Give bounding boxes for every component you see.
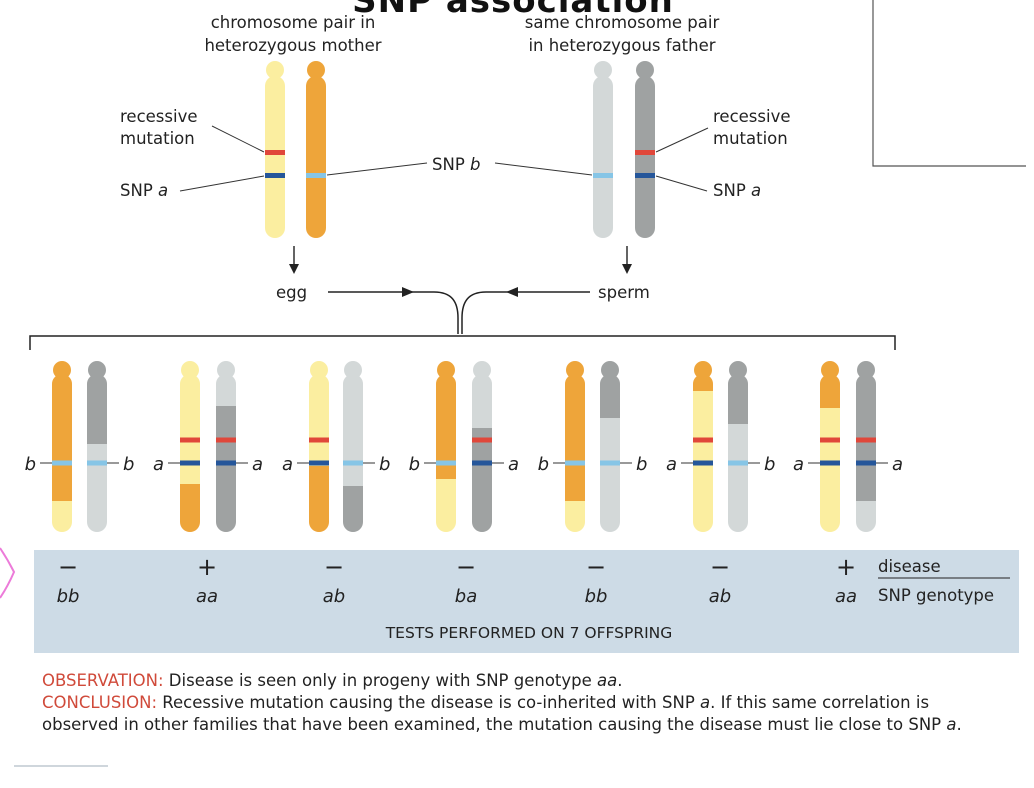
father-chromosome-lightgray bbox=[593, 61, 613, 238]
results-table-background bbox=[34, 550, 1019, 653]
father-caption-line-1: same chromosome pair bbox=[525, 13, 720, 32]
father-recessive-mutation-label-1: recessive bbox=[713, 107, 791, 126]
observation-key: OBSERVATION: bbox=[42, 671, 164, 690]
offspring-4-genotype: ba bbox=[455, 586, 477, 607]
offspring-4-chromosome-left bbox=[436, 361, 456, 532]
conclusion-text-1: Recessive mutation causing the disease i… bbox=[157, 693, 701, 712]
offspring-6-disease: − bbox=[710, 553, 730, 581]
offspring-6-chromosome-left bbox=[693, 361, 713, 532]
conclusion-text-2: . If this same correlation is observed i… bbox=[42, 693, 947, 734]
conclusion-var-2: a bbox=[946, 715, 957, 734]
offspring-2-chromosome-right bbox=[216, 361, 236, 532]
offspring-5-left-label: b bbox=[538, 454, 549, 475]
offspring-2-chromosome-left bbox=[180, 361, 200, 532]
mother-chromosome-yellow bbox=[265, 61, 285, 238]
pink-annotation-stroke bbox=[0, 547, 16, 599]
offspring-7-left-label: a bbox=[793, 454, 804, 475]
offspring-1-right-label: b bbox=[123, 454, 134, 475]
offspring-5-genotype: bb bbox=[585, 586, 608, 607]
observation-end: . bbox=[617, 671, 623, 690]
offspring-7-chromosome-left bbox=[820, 361, 840, 532]
mother-mutation-pointer bbox=[211, 125, 265, 153]
sperm-arrow-head bbox=[506, 287, 518, 297]
mother-chromosome-orange bbox=[306, 61, 326, 238]
conclusion-end: . bbox=[956, 715, 962, 734]
offspring-7-genotype: aa bbox=[835, 586, 857, 607]
offspring-5-disease: − bbox=[586, 553, 606, 581]
offspring-7-disease: + bbox=[836, 553, 856, 581]
offspring-5-right-label: b bbox=[636, 454, 647, 475]
offspring-3-genotype: ab bbox=[323, 586, 345, 607]
father-recessive-mutation-label-2: mutation bbox=[713, 129, 788, 148]
offspring-3-left-label: a bbox=[282, 454, 293, 475]
diagram-title: SNP association bbox=[352, 0, 674, 21]
offspring-4-right-label: a bbox=[508, 454, 519, 475]
conclusion-key: CONCLUSION: bbox=[42, 693, 158, 712]
offspring-bracket bbox=[29, 335, 896, 350]
offspring-2-genotype: aa bbox=[196, 586, 218, 607]
offspring-3-chromosome-right bbox=[343, 361, 363, 532]
offspring-3-right-label: b bbox=[379, 454, 390, 475]
egg-label: egg bbox=[276, 283, 307, 302]
offspring-6-chromosome-right bbox=[728, 361, 748, 532]
mother-snp-a-pointer bbox=[179, 175, 265, 192]
offspring-7-right-label: a bbox=[892, 454, 903, 475]
offspring-1-chromosome-left bbox=[52, 361, 72, 532]
conclusion-paragraph: CONCLUSION: Recessive mutation causing t… bbox=[42, 692, 1002, 736]
offspring-2-right-label: a bbox=[252, 454, 263, 475]
results-table: − bb + aa − ab − ba − bb − ab + aa bbox=[57, 553, 857, 607]
mother-recessive-mutation-label-1: recessive bbox=[120, 107, 198, 126]
father-snp-a-label: SNP a bbox=[713, 181, 761, 200]
offspring-6-left-label: a bbox=[666, 454, 677, 475]
genotype-row-label: SNP genotype bbox=[878, 586, 994, 605]
snp-b-pointer-right bbox=[494, 162, 593, 176]
father-chromosome-darkgray bbox=[635, 61, 655, 238]
table-footer: TESTS PERFORMED ON 7 OFFSPRING bbox=[385, 624, 673, 642]
offspring-3-disease: − bbox=[324, 553, 344, 581]
observation-var: aa bbox=[597, 671, 618, 690]
offspring-1-left-label: b bbox=[25, 454, 36, 475]
sperm-label: sperm bbox=[598, 283, 650, 302]
offspring-2-disease: + bbox=[197, 553, 217, 581]
mother-snp-a-label: SNP a bbox=[120, 181, 168, 200]
mother-recessive-mutation-label-2: mutation bbox=[120, 129, 195, 148]
mother-caption-line-2: heterozygous mother bbox=[204, 36, 381, 55]
snp-b-label: SNP b bbox=[432, 155, 481, 174]
offspring-1-genotype: bb bbox=[57, 586, 80, 607]
fertilization-arrows bbox=[328, 291, 590, 334]
observation-line: OBSERVATION: Disease is seen only in pro… bbox=[42, 670, 1002, 692]
snp-b-pointer-left bbox=[326, 162, 428, 176]
offspring-4-disease: − bbox=[456, 553, 476, 581]
offspring-6-genotype: ab bbox=[709, 586, 731, 607]
empty-annotation-box bbox=[872, 0, 1026, 167]
observation-conclusion-text: OBSERVATION: Disease is seen only in pro… bbox=[42, 670, 1002, 736]
offspring-7-chromosome-right bbox=[856, 361, 876, 532]
offspring-6-right-label: b bbox=[764, 454, 775, 475]
offspring-1-disease: − bbox=[58, 553, 78, 581]
father-caption-line-2: in heterozygous father bbox=[528, 36, 715, 55]
conclusion-var-1: a bbox=[700, 693, 711, 712]
offspring-5-chromosome-left bbox=[565, 361, 585, 532]
father-down-arrow bbox=[622, 246, 632, 274]
offspring-3-chromosome-left bbox=[309, 361, 329, 532]
offspring-1-chromosome-right bbox=[87, 361, 107, 532]
mother-caption-line-1: chromosome pair in bbox=[211, 13, 376, 32]
father-mutation-pointer bbox=[655, 127, 709, 153]
offspring-4-left-label: b bbox=[409, 454, 420, 475]
egg-arrow-head bbox=[402, 287, 414, 297]
mother-down-arrow bbox=[289, 246, 299, 274]
disease-row-label: disease bbox=[878, 557, 941, 576]
offspring-5-chromosome-right bbox=[600, 361, 620, 532]
offspring-2-left-label: a bbox=[153, 454, 164, 475]
offspring-4-chromosome-right bbox=[472, 361, 492, 532]
observation-text: Disease is seen only in progeny with SNP… bbox=[163, 671, 598, 690]
father-snp-a-pointer bbox=[655, 175, 708, 192]
